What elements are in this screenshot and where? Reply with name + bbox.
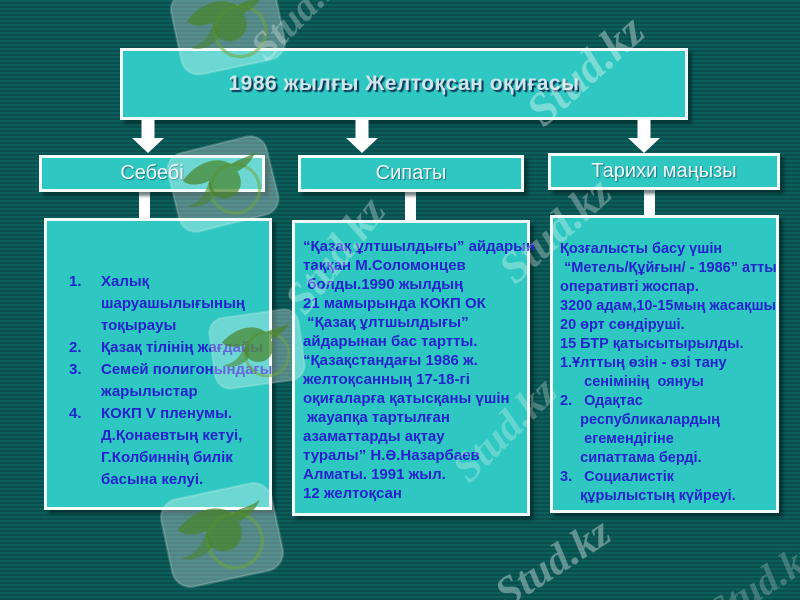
text-line: азаматтарды ақтау: [303, 428, 445, 445]
text-line: оқиғаларға қатысқаны үшін: [303, 390, 510, 407]
text-line: 3. Социалистік: [560, 469, 674, 485]
content-box-character: “Қазақ ұлтшылдығы” айдарын таққан М.Солом…: [292, 220, 536, 516]
text-line: сенімінің оянуы: [560, 374, 704, 390]
text-line: “Метель/Құйғын/ - 1986” атты: [560, 260, 777, 276]
list-item: Халық шаруашылығының тоқырауы: [69, 271, 245, 334]
text-line: “Қазақ ұлтшылдығы”: [303, 314, 469, 331]
arrow-down-icon: [628, 119, 660, 153]
connector-line: [644, 190, 655, 218]
arrow-down-icon: [346, 119, 378, 153]
character-text: “Қазақ ұлтшылдығы” айдарын таққан М.Солом…: [303, 237, 536, 503]
content-box-significance: Қозғалысты басу үшін “Метель/Құйғын/ - 1…: [550, 215, 779, 513]
title-box: 1986 жылғы Желтоқсан оқиғасы: [120, 48, 688, 120]
text-line: “Қазақстандағы 1986 ж.: [303, 352, 478, 369]
column-header-label: Тарихи маңызы: [591, 160, 737, 182]
arrow-down-icon: [132, 119, 164, 153]
list-item: Семей полигонындағы жарылыстар: [69, 359, 273, 400]
significance-text: Қозғалысты басу үшін “Метель/Құйғын/ - 1…: [560, 240, 777, 506]
text-line: “Қазақ ұлтшылдығы” айдарын: [303, 238, 536, 255]
connector-line: [139, 190, 150, 220]
column-header-cause: Себебі: [39, 155, 265, 192]
text-line: 1.Ұлттың өзін - өзі тану: [560, 355, 727, 371]
text-line: 12 желтоқсан: [303, 485, 402, 502]
connector-line: [405, 190, 416, 222]
text-line: таққан М.Соломонцев: [303, 257, 466, 274]
list-item: Қазақ тілінің жағдайы: [69, 337, 263, 359]
list-item: КОКП V пленумы. Д.Қонаевтың кетуі, Г.Кол…: [69, 403, 243, 488]
text-line: республикалардың: [560, 412, 720, 428]
text-line: құрылыстың күйреуі.: [560, 488, 736, 504]
column-header-label: Сипаты: [375, 162, 447, 184]
text-line: туралы” Н.Ә.Назарбаев: [303, 447, 480, 464]
text-line: 2. Одақтас: [560, 393, 643, 409]
text-line: айдарынан бас тартты.: [303, 333, 478, 350]
column-header-label: Себебі: [120, 162, 184, 184]
text-line: 3200 адам,10-15мың жасақшы: [560, 298, 776, 314]
studkz-watermark-text: Stud.kz: [487, 509, 619, 600]
text-line: жауапқа тартылған: [303, 409, 450, 426]
text-line: 20 өрт сөндіруші.: [560, 317, 685, 333]
text-line: Алматы. 1991 жыл.: [303, 466, 446, 483]
text-line: оперативті жоспар.: [560, 279, 699, 295]
text-line: сипаттама берді.: [560, 450, 702, 466]
text-line: желтоқсанның 17-18-гі: [303, 371, 470, 388]
text-line: болды.1990 жылдың: [303, 276, 464, 293]
text-line: 15 БТР қатысытырылды.: [560, 336, 744, 352]
text-line: 21 мамырында КОКП ОК: [303, 295, 486, 312]
text-line: Қозғалысты басу үшін: [560, 241, 723, 257]
slide-title: 1986 жылғы Желтоқсан оқиғасы: [228, 72, 580, 95]
text-line: егемендігіне: [560, 431, 674, 447]
studkz-watermark-text: Stud.kz: [698, 531, 800, 600]
column-header-character: Сипаты: [298, 155, 524, 192]
column-header-significance: Тарихи маңызы: [548, 153, 780, 190]
